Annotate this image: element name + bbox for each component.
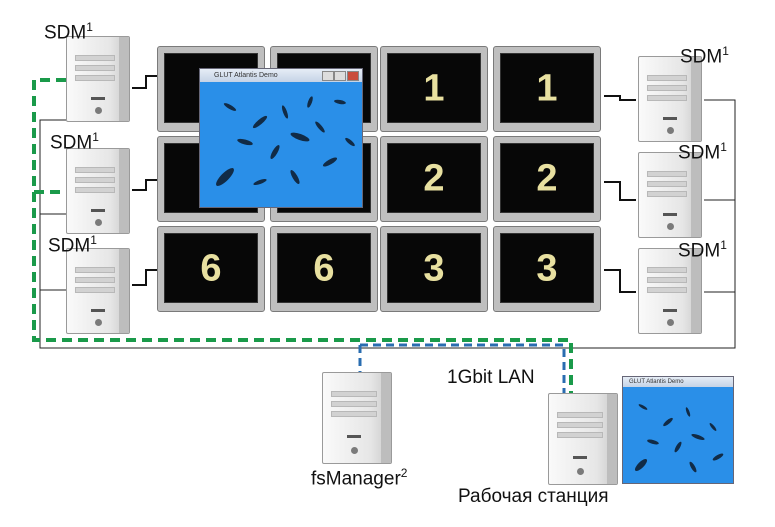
workstation-computer-icon	[548, 393, 618, 485]
lan-green-dashed	[32, 78, 573, 395]
sdm-computer-icon	[638, 152, 702, 238]
video-cable	[604, 269, 636, 293]
fsmanager-computer-icon	[322, 372, 392, 464]
wall-monitor: 3	[380, 226, 488, 312]
video-cable	[604, 95, 636, 101]
wall-monitor: 3	[493, 226, 601, 312]
atlantis-demo-window[interactable]: GLUT Atlantis Demo	[199, 68, 363, 208]
wall-monitor: 6	[270, 226, 378, 312]
lan-blue-dashed	[360, 343, 566, 395]
minimize-icon[interactable]	[322, 71, 334, 81]
fish-school-icon	[216, 96, 355, 186]
video-cable	[132, 269, 157, 286]
sdm-label: SDM1	[678, 140, 727, 164]
close-icon[interactable]	[347, 71, 359, 81]
sdm-computer-icon	[638, 248, 702, 334]
network-cable	[39, 99, 736, 349]
sdm-label: SDM1	[678, 238, 727, 262]
lan-label: 1Gbit LAN	[447, 367, 535, 388]
wall-monitor: 1	[493, 46, 601, 132]
wall-monitor: 2	[493, 136, 601, 222]
wall-monitor: 2	[380, 136, 488, 222]
video-cable	[132, 75, 157, 89]
sdm-computer-icon	[66, 36, 130, 122]
fsmanager-label: fsManager2	[311, 466, 408, 490]
sdm-computer-icon	[638, 56, 702, 142]
workstation-label: Рабочая станция	[458, 486, 609, 507]
video-cable	[604, 181, 636, 201]
maximize-icon[interactable]	[334, 71, 346, 81]
sdm-computer-icon	[66, 248, 130, 334]
workstation-demo-window[interactable]: GLUT Atlantis Demo	[622, 376, 734, 484]
video-cable	[132, 179, 157, 191]
sdm-label: SDM1	[48, 233, 97, 257]
wall-monitor: 1	[380, 46, 488, 132]
sdm-label: SDM1	[680, 44, 729, 68]
sdm-computer-icon	[66, 148, 130, 234]
wall-monitor: 6	[157, 226, 265, 312]
fish-school-icon	[634, 404, 724, 473]
window-title: GLUT Atlantis Demo	[200, 69, 362, 82]
sdm-label: SDM1	[44, 20, 93, 44]
sdm-label: SDM1	[50, 130, 99, 154]
window-title: GLUT Atlantis Demo	[623, 377, 733, 387]
